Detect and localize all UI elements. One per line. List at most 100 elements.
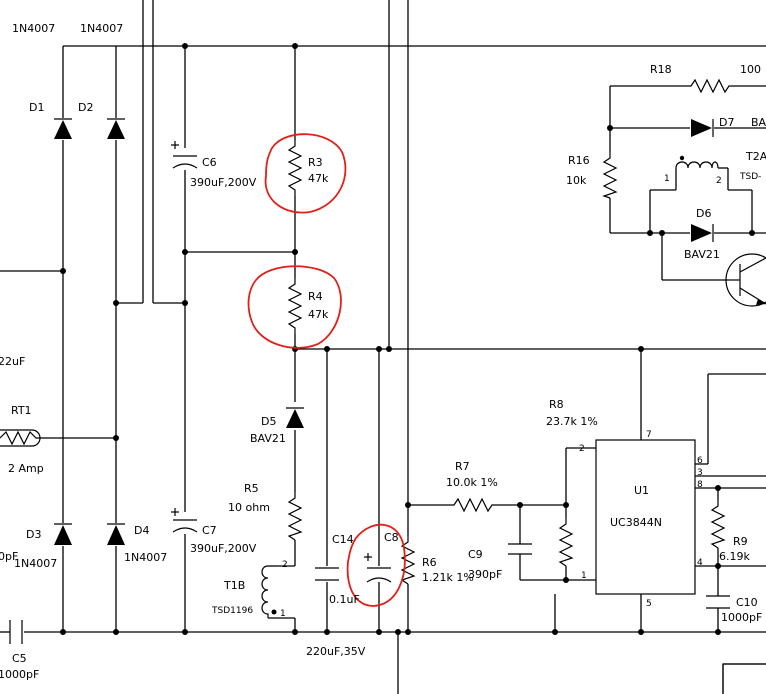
d7-ref-label: D7 xyxy=(719,116,734,129)
capacitor-c7 xyxy=(171,508,198,533)
junction-dot xyxy=(182,629,188,635)
t2-part-label: TSD- xyxy=(739,172,761,182)
c5-value-label: 1000pF xyxy=(0,668,39,681)
junction-dot xyxy=(60,268,66,274)
r6-ref-label: R6 xyxy=(422,556,437,569)
r7-ref-label: R7 xyxy=(455,460,470,473)
r9-value-label: 6.19k xyxy=(719,550,750,563)
r5-ref-label: R5 xyxy=(244,482,259,495)
junction-dot xyxy=(292,43,298,49)
junction-dot xyxy=(182,43,188,49)
r16-value-label: 10k xyxy=(566,174,587,187)
junction-dot xyxy=(324,346,330,352)
diode-d5 xyxy=(286,407,304,428)
junction-dot xyxy=(405,629,411,635)
diode-d2 xyxy=(107,118,125,139)
diode-d1 xyxy=(54,118,72,139)
c6-value-label: 390uF,200V xyxy=(190,176,257,189)
t1b-part-label: TSD1196 xyxy=(211,606,253,616)
junction-dot xyxy=(563,577,569,583)
junction-dot xyxy=(749,230,755,236)
junction-dot xyxy=(292,629,298,635)
resistor-r4 xyxy=(287,278,303,334)
junction-dots xyxy=(60,43,755,635)
highlight-c8 xyxy=(346,523,406,607)
junction-dot xyxy=(292,346,298,352)
r6-value-label: 1.21k 1% xyxy=(422,571,474,584)
junction-dot xyxy=(715,629,721,635)
r7-value-label: 10.0k 1% xyxy=(446,476,498,489)
c22-label: 22uF xyxy=(0,355,25,368)
u1-pin7-label: 7 xyxy=(646,430,652,440)
r3-value-label: 47k xyxy=(308,172,329,185)
capacitor-c9 xyxy=(508,543,532,555)
d1-ref-label: D1 xyxy=(29,101,44,114)
d1-part-label: 1N4007 xyxy=(12,22,55,35)
d3-ref-label: D3 xyxy=(26,528,41,541)
d5-value-label: BAV21 xyxy=(250,432,286,445)
c6-ref-label: C6 xyxy=(202,156,217,169)
c7-ref-label: C7 xyxy=(202,524,217,537)
resistor-r7 xyxy=(448,497,496,513)
junction-dot xyxy=(552,629,558,635)
u1-pin1-label: 1 xyxy=(581,571,587,581)
r16-ref-label: R16 xyxy=(568,154,590,167)
resistor-r18 xyxy=(685,78,732,94)
diode-d4 xyxy=(107,523,125,545)
u1-ref-label: U1 xyxy=(634,484,649,497)
u1-pin2-label: 2 xyxy=(579,444,585,454)
c7-value-label: 390uF,200V xyxy=(190,542,257,555)
d2-part-label: 1N4007 xyxy=(80,22,123,35)
r18-value-label: 100 xyxy=(740,63,761,76)
t1b-pin1-label: 1 xyxy=(280,609,286,619)
diode-d7 xyxy=(691,119,714,137)
d3-prefix-label: 0pF xyxy=(0,550,18,563)
junction-dot xyxy=(182,249,188,255)
capacitor-c6 xyxy=(171,141,198,169)
d7-value-label: BA xyxy=(751,116,766,129)
d4-part-label: 1N4007 xyxy=(124,551,167,564)
u1-part-label: UC3844N xyxy=(610,516,662,529)
red-highlights xyxy=(247,133,406,607)
c9-ref-label: C9 xyxy=(468,548,483,561)
junction-dot xyxy=(324,629,330,635)
capacitor-c10 xyxy=(706,595,730,609)
diode-d6 xyxy=(691,224,714,242)
transistor-q xyxy=(725,253,766,307)
resistor-r9 xyxy=(710,500,726,549)
junction-dot xyxy=(647,230,653,236)
d6-value-label: BAV21 xyxy=(684,248,720,261)
d5-ref-label: D5 xyxy=(261,415,276,428)
junction-dot xyxy=(113,435,119,441)
junction-dot xyxy=(113,300,119,306)
resistor-r5 xyxy=(287,492,303,541)
diode-d3 xyxy=(54,523,72,545)
r4-ref-label: R4 xyxy=(308,290,323,303)
highlight-r3 xyxy=(264,133,347,214)
c9-value-label: 390pF xyxy=(468,568,502,581)
c14-ref-label: C14 xyxy=(332,533,354,546)
junction-dot xyxy=(638,629,644,635)
c8-ref-label: C8 xyxy=(384,531,399,544)
d6-ref-label: D6 xyxy=(696,207,711,220)
u1-pin4-label: 4 xyxy=(697,558,703,568)
junction-dot xyxy=(638,346,644,352)
ic-u1 xyxy=(595,439,696,595)
c5-ref-label: C5 xyxy=(12,652,27,665)
junction-dot xyxy=(113,629,119,635)
transformer-t2 xyxy=(675,155,719,169)
rt1-value-label: 2 Amp xyxy=(8,462,44,475)
capacitor-c5 xyxy=(9,620,23,644)
d2-ref-label: D2 xyxy=(78,101,93,114)
r8-ref-label: R8 xyxy=(549,398,564,411)
u1-pin8-label: 8 xyxy=(697,480,703,490)
c14-value-label: 0.1uF xyxy=(329,593,360,606)
u1-pin3-label: 3 xyxy=(697,468,703,478)
junction-dot xyxy=(659,230,665,236)
junction-dot xyxy=(182,300,188,306)
junction-dot xyxy=(715,485,721,491)
t1b-ref-label: T1B xyxy=(223,579,245,592)
r5-value-label: 10 ohm xyxy=(228,501,270,514)
r18-ref-label: R18 xyxy=(650,63,672,76)
